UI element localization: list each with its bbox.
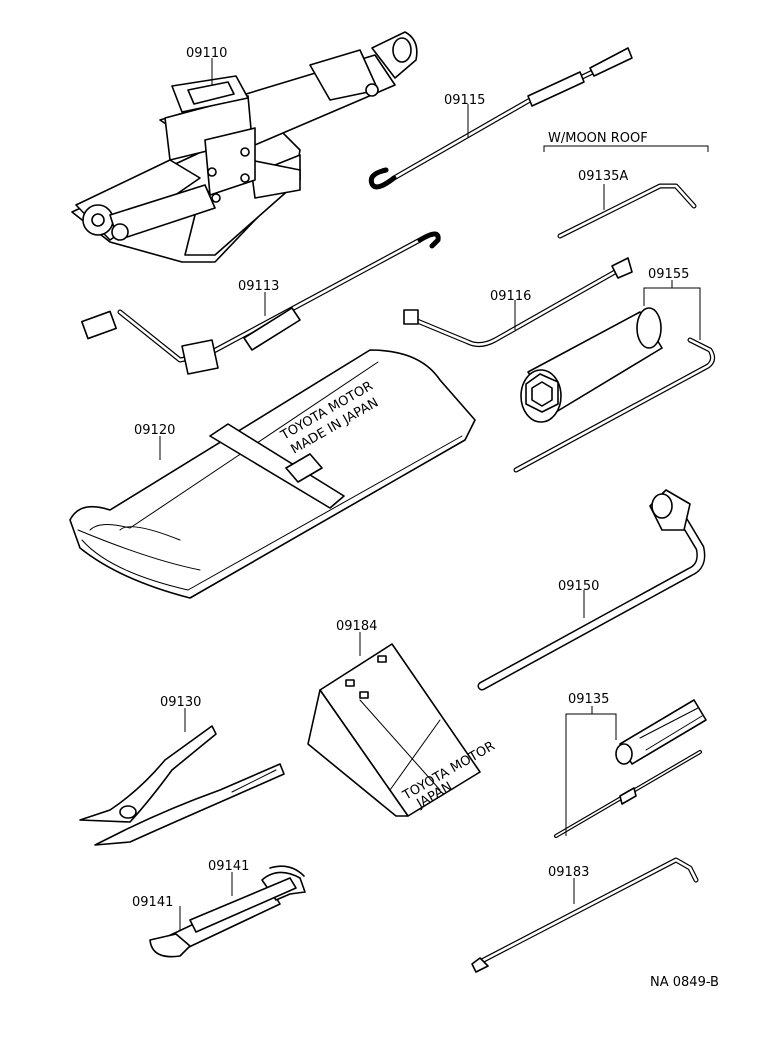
label-09141-upper: 09141 — [208, 859, 249, 874]
label-09150: 09150 — [558, 579, 599, 594]
jack-handle-rod-illustration — [368, 47, 633, 190]
plug-wrench-illustration — [513, 307, 716, 473]
label-09141-lower: 09141 — [132, 895, 173, 910]
scissor-jack-illustration — [71, 31, 418, 263]
label-09183: 09183 — [548, 865, 589, 880]
pliers-illustration — [79, 725, 285, 846]
drawing-code: NA 0849-B — [650, 975, 719, 990]
label-09113: 09113 — [238, 279, 279, 294]
label-09135A: 09135A — [578, 169, 628, 184]
tool-bag-illustration — [69, 349, 476, 599]
label-09115: 09115 — [444, 93, 485, 108]
label-09155: 09155 — [648, 267, 689, 282]
label-09135: 09135 — [568, 692, 609, 707]
wheel-wrench-illustration — [477, 489, 706, 691]
jack-handle-extension-illustration — [403, 257, 633, 348]
wheel-chock-illustration — [307, 643, 481, 817]
hook-bar-illustration — [471, 857, 699, 973]
jack-handle-illustration — [81, 231, 441, 375]
label-09110: 09110 — [186, 46, 227, 61]
moon-roof-wrench-illustration — [557, 183, 697, 239]
screwdriver-illustration — [554, 699, 707, 838]
label-09130: 09130 — [160, 695, 201, 710]
label-09116: 09116 — [490, 289, 531, 304]
label-09120: 09120 — [134, 423, 175, 438]
wrench-illustration — [149, 865, 306, 958]
moon-roof-heading: W/MOON ROOF — [548, 131, 648, 146]
label-09184: 09184 — [336, 619, 377, 634]
